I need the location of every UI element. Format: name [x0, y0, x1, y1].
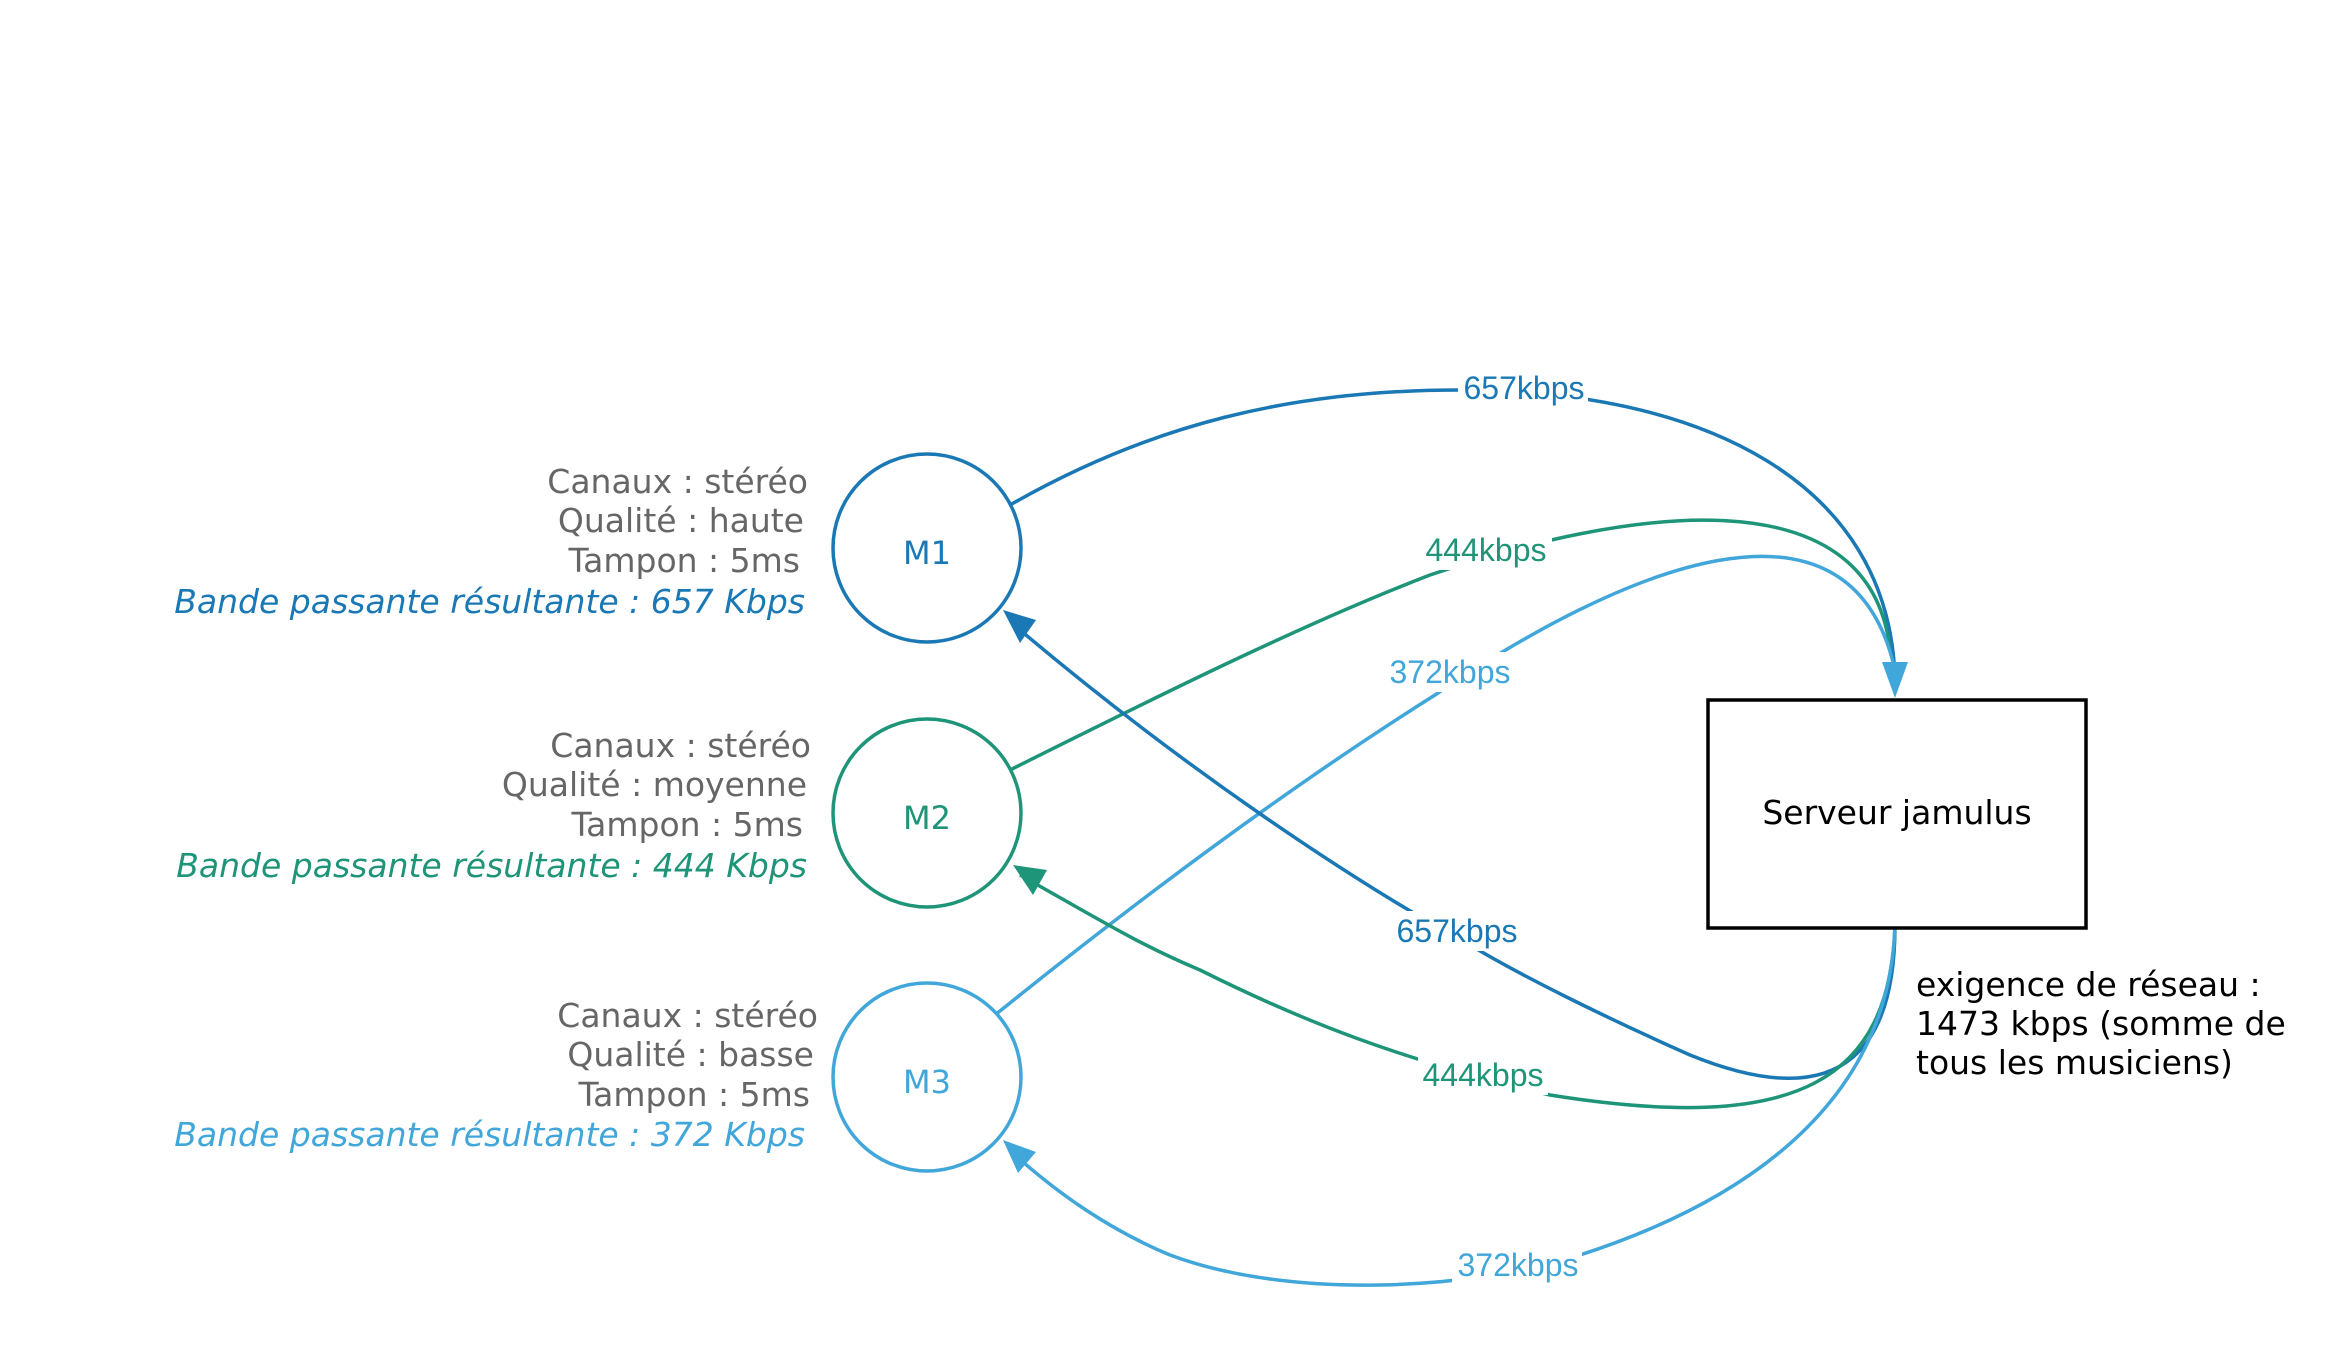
info-quality: Qualité : basse — [567, 1035, 814, 1074]
edge-label-m3-up: 372kbps — [1390, 654, 1511, 690]
musician-circle — [831, 981, 1023, 1173]
arrowheads — [1003, 610, 1908, 1173]
arrowhead-m2 — [1013, 865, 1047, 895]
edge-label-m2-down: 444kbps — [1423, 1057, 1544, 1093]
info-buffer: Tampon : 5ms — [577, 1075, 810, 1114]
musician-circle — [831, 717, 1023, 909]
arrowhead-m3 — [1003, 1140, 1036, 1173]
server-label: Serveur jamulus — [1762, 793, 2031, 832]
musician-node-m2: M2 — [831, 717, 1023, 909]
requirement-line-1: exigence de réseau : — [1916, 965, 2261, 1004]
edge-label-m1-down: 657kbps — [1397, 913, 1518, 949]
info-bandwidth: Bande passante résultante : 372 Kbps — [174, 1115, 805, 1154]
arrowhead-server-blue — [1882, 662, 1908, 698]
edge-label-m1-up: 657kbps — [1464, 370, 1585, 406]
info-channels: Canaux : stéréo — [557, 996, 818, 1035]
info-quality: Qualité : haute — [558, 501, 804, 540]
musician-node-m1: M1 — [831, 452, 1023, 644]
musician-label: M1 — [903, 534, 951, 572]
edge-label-m3-down: 372kbps — [1458, 1247, 1579, 1283]
musician-label: M3 — [903, 1063, 951, 1101]
server-requirement-note: exigence de réseau : 1473 kbps (somme de… — [1916, 965, 2286, 1082]
info-bandwidth: Bande passante résultante : 444 Kbps — [176, 846, 807, 885]
edge-labels: 657kbps 444kbps 372kbps 657kbps 444kbps … — [1385, 368, 1588, 1285]
arrowhead-m1 — [1003, 610, 1036, 643]
requirement-line-2: 1473 kbps (somme de — [1916, 1004, 2286, 1043]
edge-label-m2-up: 444kbps — [1426, 532, 1547, 568]
musician-info-m2: Canaux : stéréo Qualité : moyenne Tampon… — [176, 726, 811, 885]
server-box — [1706, 698, 2088, 930]
musician-circle — [831, 452, 1023, 644]
musician-node-m3: M3 — [831, 981, 1023, 1173]
info-channels: Canaux : stéréo — [550, 726, 811, 765]
server-node: Serveur jamulus — [1706, 698, 2088, 930]
edge-server-to-m1 — [1018, 628, 1897, 1081]
info-quality: Qualité : moyenne — [502, 765, 807, 804]
musician-label: M2 — [903, 799, 951, 837]
info-bandwidth: Bande passante résultante : 657 Kbps — [174, 582, 805, 621]
info-buffer: Tampon : 5ms — [567, 541, 800, 580]
edge-server-to-m3 — [1013, 924, 1897, 1287]
musician-info-m1: Canaux : stéréo Qualité : haute Tampon :… — [174, 462, 808, 621]
info-buffer: Tampon : 5ms — [570, 805, 803, 844]
requirement-line-3: tous les musiciens) — [1916, 1043, 2233, 1082]
info-channels: Canaux : stéréo — [547, 462, 808, 501]
musician-info-m3: Canaux : stéréo Qualité : basse Tampon :… — [174, 996, 818, 1154]
